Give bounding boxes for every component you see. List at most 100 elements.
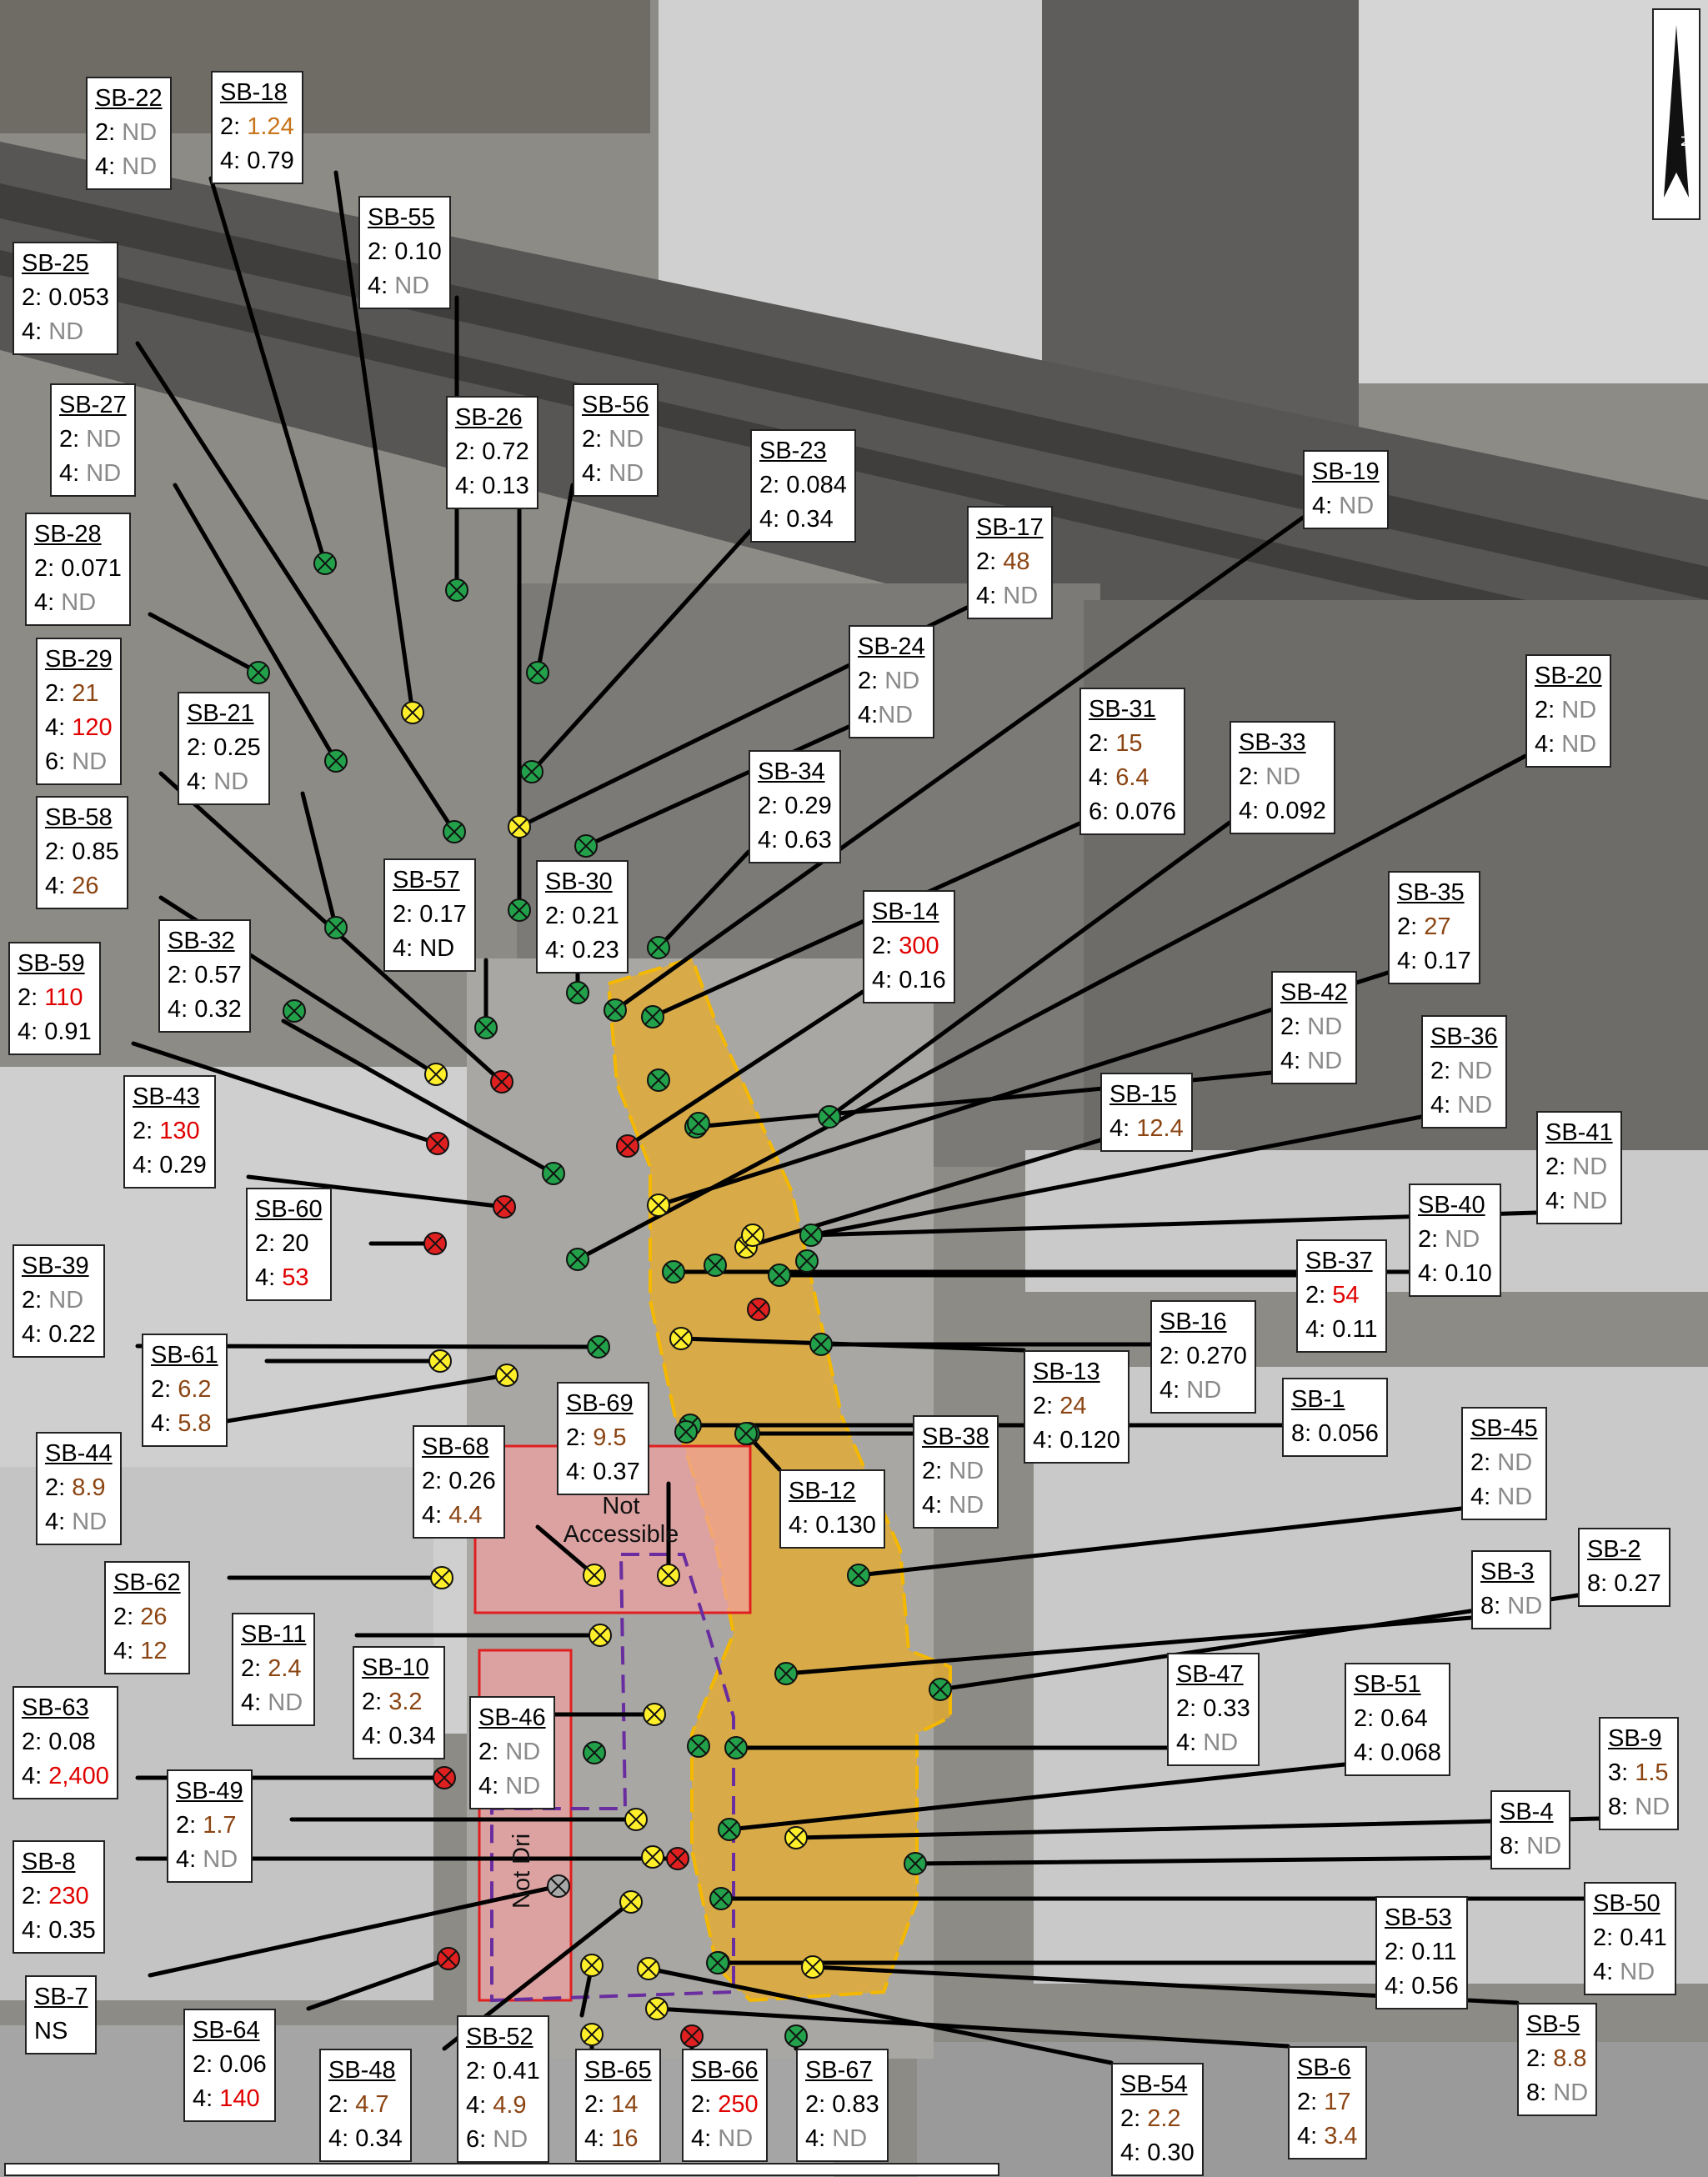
sample-marker-sb-25[interactable] (443, 820, 466, 843)
sample-marker-sb-4[interactable] (904, 1852, 927, 1875)
sample-marker-sb-47[interactable] (724, 1736, 748, 1759)
sample-marker-sb-20[interactable] (566, 1248, 589, 1271)
sample-marker-sb-8[interactable] (666, 1847, 689, 1870)
sample-marker-sb-27[interactable] (324, 749, 348, 773)
sample-marker-sb-60[interactable] (423, 1232, 447, 1255)
sample-marker-extra[interactable] (747, 1298, 770, 1321)
sample-marker-extra[interactable] (674, 1420, 698, 1444)
sample-marker-extra[interactable] (795, 1249, 819, 1273)
sample-marker-sb-28[interactable] (247, 661, 270, 684)
sample-marker-sb-22[interactable] (313, 552, 337, 575)
sample-marker-sb-6[interactable] (645, 1997, 669, 2020)
sample-marker-sb-10[interactable] (643, 1703, 666, 1726)
sample-marker-sb-18[interactable] (401, 701, 424, 724)
sample-marker-sb-57[interactable] (474, 1016, 498, 1039)
sample-marker-sb-59[interactable] (426, 1132, 449, 1155)
sample-marker-sb-55[interactable] (445, 578, 468, 602)
sample-marker-extra[interactable] (687, 1112, 710, 1135)
sample-marker-sb-35[interactable] (647, 1194, 670, 1217)
sample-marker-sb-21[interactable] (324, 916, 348, 939)
sample-marker-sb-64[interactable] (437, 1947, 460, 1970)
sample-marker-sb-40[interactable] (662, 1260, 685, 1284)
sample-marker-sb-32[interactable] (542, 1162, 565, 1185)
sample-marker-sb-24[interactable] (574, 834, 598, 858)
sample-marker-sb-17[interactable] (508, 815, 531, 838)
sample-marker-sb-12[interactable] (734, 1422, 758, 1445)
sample-marker-sb-43[interactable] (493, 1195, 516, 1219)
sample-marker-sb-45[interactable] (847, 1564, 870, 1587)
sample-marker-extra[interactable] (687, 1734, 710, 1758)
sample-marker-sb-67[interactable] (784, 2024, 808, 2048)
sample-marker-sb-44[interactable] (495, 1364, 518, 1387)
sample-marker-sb-11[interactable] (589, 1624, 612, 1647)
sample-marker-extra[interactable] (283, 999, 306, 1023)
sample-marker-sb-46[interactable] (583, 1741, 606, 1764)
sample-marker-extra[interactable] (641, 1845, 664, 1869)
sample-marker-sb-69[interactable] (657, 1564, 680, 1587)
sample-marker-sb-31[interactable] (641, 1005, 664, 1028)
sample-marker-sb-13[interactable] (669, 1327, 693, 1350)
sample-marker-sb-7[interactable] (547, 1874, 570, 1898)
sample-marker-sb-36[interactable] (799, 1224, 823, 1247)
sample-marker-sb-51[interactable] (718, 1818, 741, 1841)
sample-marker-sb-37[interactable] (768, 1264, 791, 1287)
sample-marker-sb-30[interactable] (566, 981, 589, 1004)
sample-marker-sb-58[interactable] (424, 1063, 448, 1086)
sample-marker-sb-16[interactable] (809, 1333, 833, 1356)
sample-marker-sb-19[interactable] (604, 998, 627, 1022)
sample-marker-sb-26[interactable] (508, 898, 531, 922)
sample-marker-sb-68[interactable] (583, 1564, 606, 1587)
sample-marker-sb-56[interactable] (526, 661, 549, 684)
sample-marker-sb-48[interactable] (619, 1890, 643, 1914)
